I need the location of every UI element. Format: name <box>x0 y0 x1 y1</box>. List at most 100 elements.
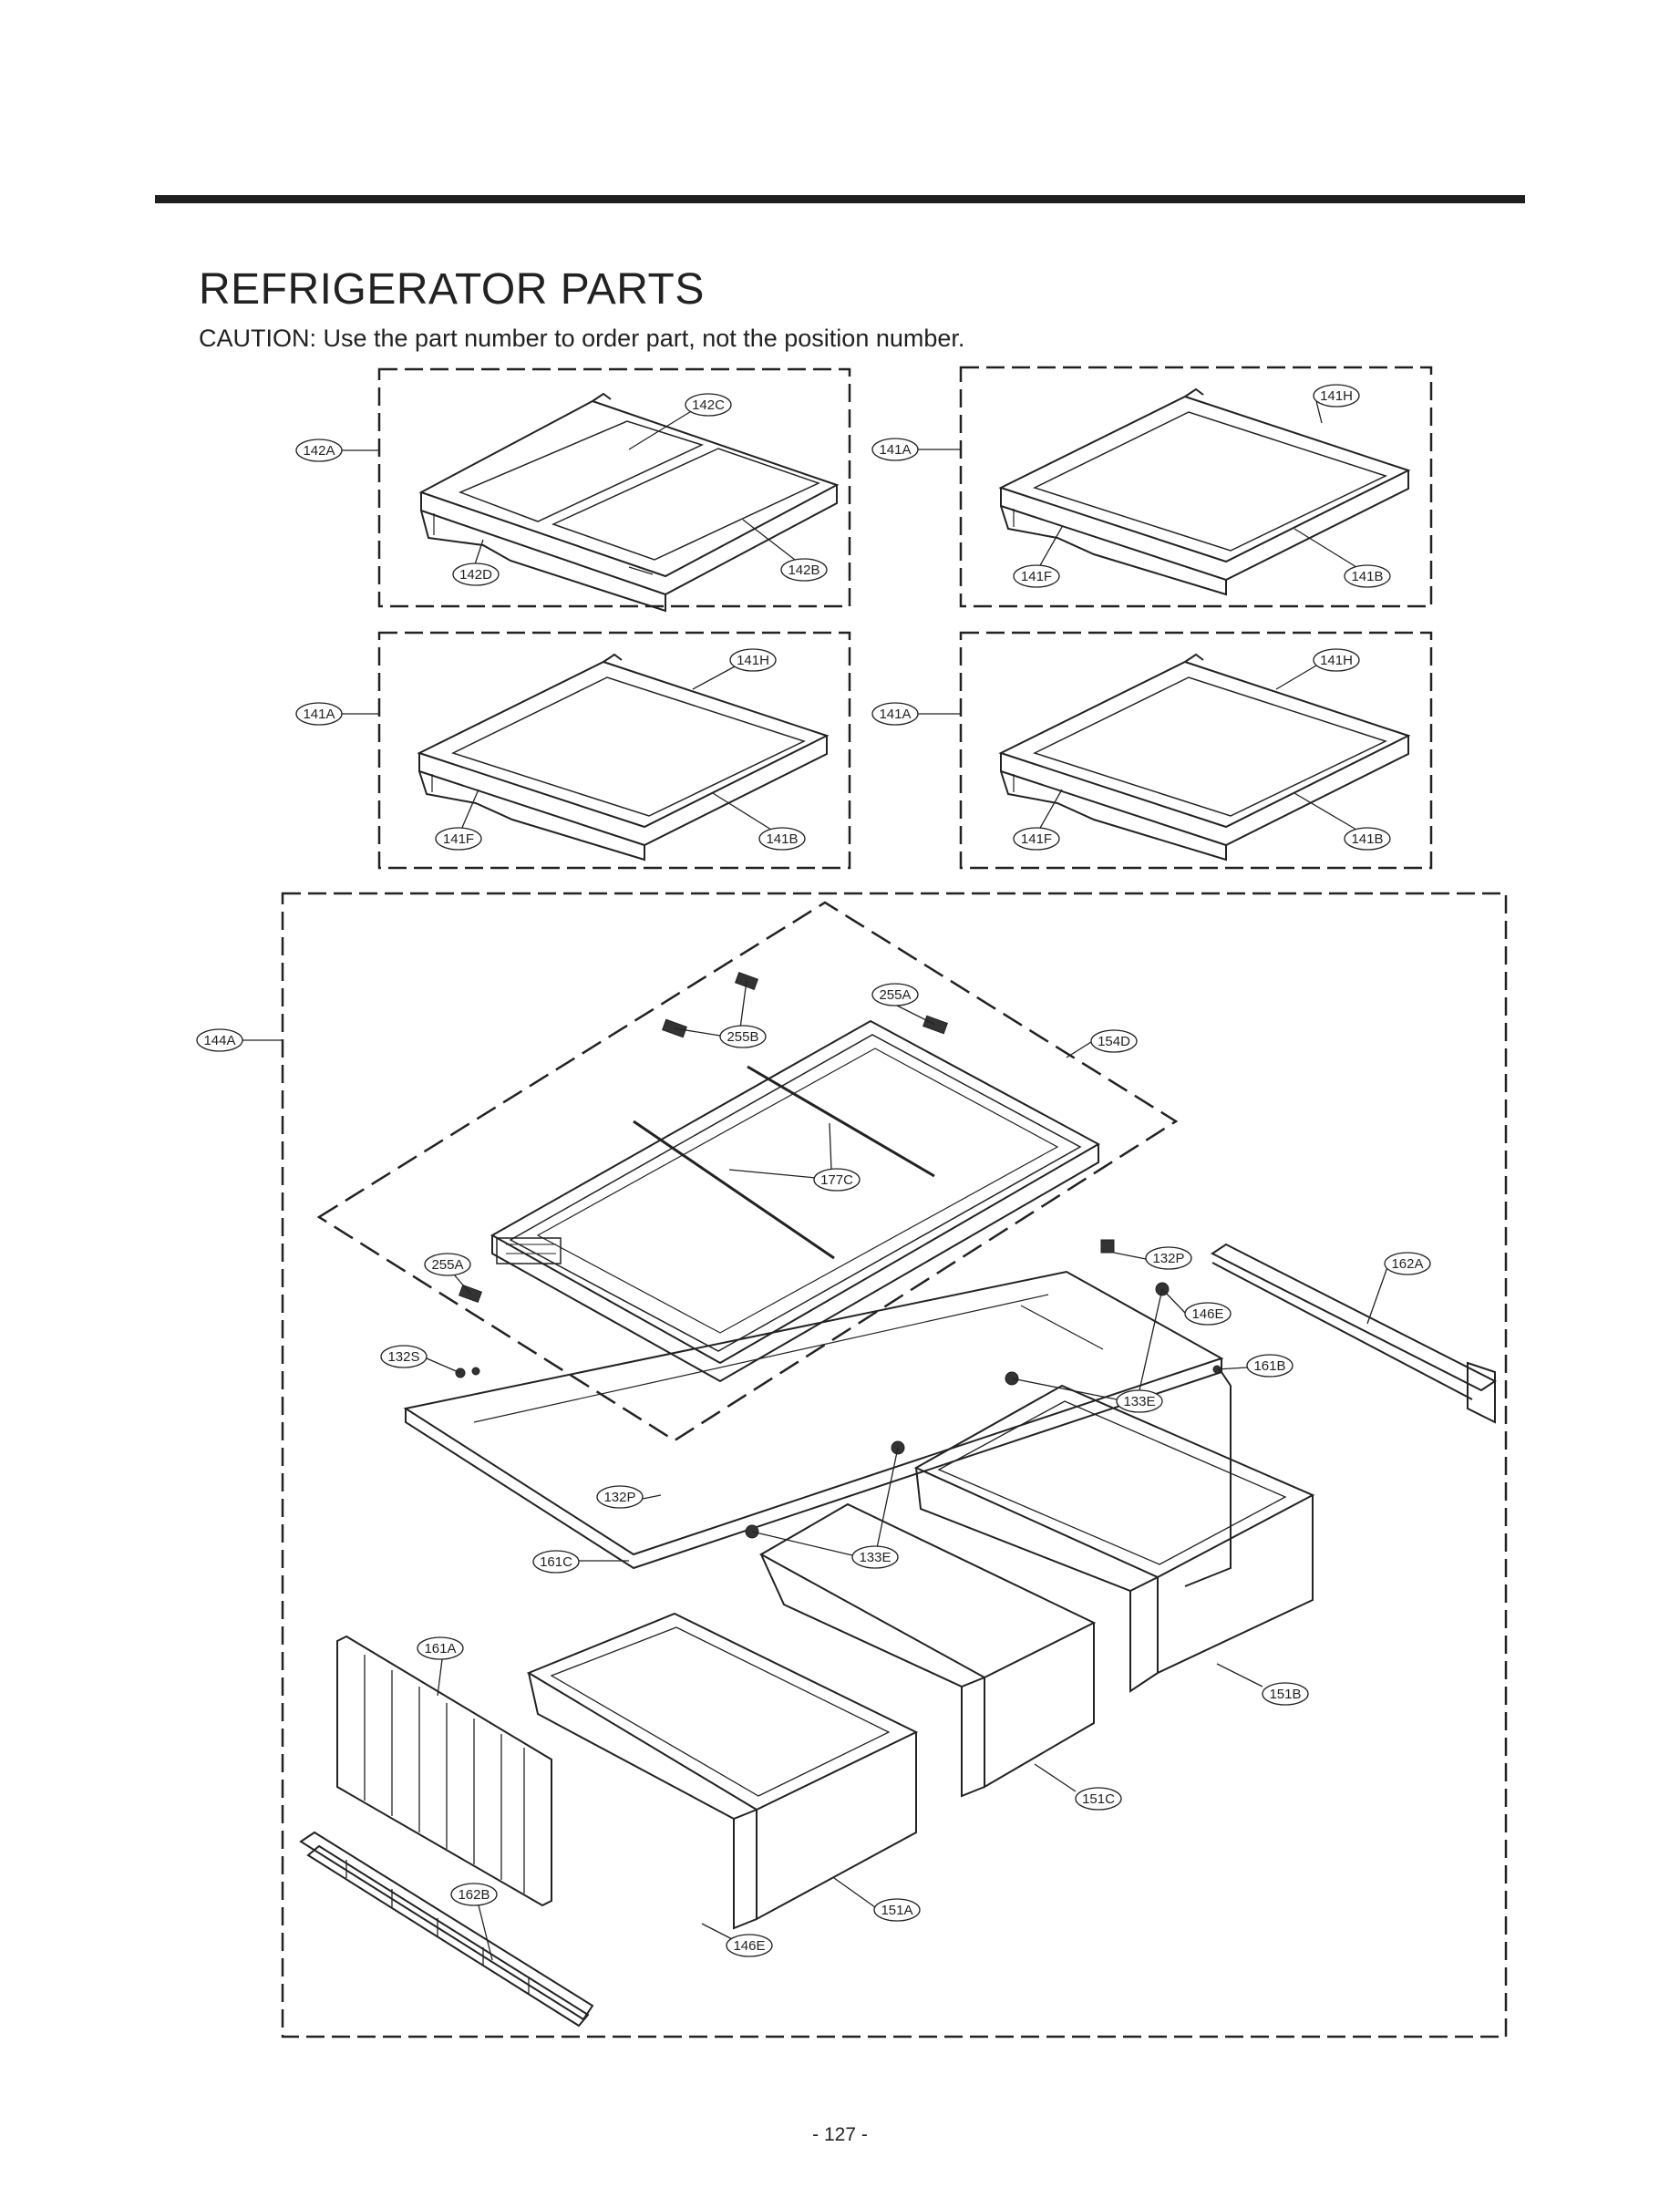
callout-label: 141A <box>879 707 911 722</box>
callout-133E-mid: 133E <box>751 1447 899 1569</box>
drawer-151A <box>526 1612 919 1930</box>
drawer-151B <box>913 1384 1315 1693</box>
callout-141B: 141B <box>1293 792 1391 851</box>
callout-label: 151B <box>1269 1687 1301 1702</box>
callout-161A: 161A <box>417 1636 464 1697</box>
callout-141H: 141H <box>692 648 777 690</box>
callout-144A: 144A <box>196 1028 283 1052</box>
callout-label: 132S <box>387 1349 419 1365</box>
callout-label: 146E <box>1191 1306 1223 1322</box>
callout-label: 151A <box>881 1903 912 1918</box>
callout-132P-right: 132P <box>1113 1246 1192 1270</box>
callout-161B: 161B <box>1216 1354 1293 1378</box>
callout-255B: 255B <box>674 980 767 1048</box>
callout-label: 144A <box>203 1033 235 1048</box>
rail-162A <box>1211 1243 1497 1424</box>
callout-141F: 141F <box>435 789 482 851</box>
callout-133E-right: 133E <box>1011 1288 1163 1413</box>
callout-label: 133E <box>859 1550 891 1565</box>
callout-255A-left: 255A <box>424 1253 471 1295</box>
callout-label: 154D <box>1098 1034 1130 1049</box>
callout-141A: 141A <box>871 702 961 726</box>
callout-label: 255A <box>431 1257 463 1273</box>
callout-141H: 141H <box>1275 648 1360 690</box>
divider-161A <box>336 1635 552 1907</box>
callout-label: 255B <box>727 1029 758 1045</box>
caution-note: CAUTION: Use the part number to order pa… <box>199 325 965 352</box>
callout-142C: 142C <box>628 393 732 450</box>
callout-132S: 132S <box>380 1345 461 1374</box>
callout-label: 255A <box>879 987 911 1003</box>
shelf-panel-142: 142C 142A 142D 142B <box>295 367 851 613</box>
callout-label: 177C <box>820 1172 853 1188</box>
callout-151B: 151B <box>1216 1663 1309 1706</box>
shelf-panel-141-top-right: 141H 141A 141F 141B <box>871 366 1433 608</box>
crisper-assembly-panel: 144A 255A 255B 154D 17 <box>196 892 1508 2038</box>
panel-141-top-right-frame <box>959 366 1433 608</box>
clip-parts <box>458 971 948 1304</box>
callout-151C: 151C <box>1034 1763 1122 1811</box>
panel-141-middle-left-frame <box>377 631 851 870</box>
callout-label: 132P <box>1152 1251 1184 1266</box>
callout-146E-bottom: 146E <box>701 1923 773 1957</box>
grille-162B <box>299 1831 594 2028</box>
callout-162A: 162A <box>1366 1252 1431 1325</box>
crisper-cover <box>490 1019 1101 1383</box>
shelf-panel-141-middle-left: 141H 141A 141F 141B <box>295 631 851 870</box>
shelf-panel-141-middle-right: 141H 141A 141F 141B <box>871 631 1433 870</box>
callout-label: 142C <box>692 397 725 413</box>
callout-161C: 161C <box>532 1550 629 1574</box>
callout-label: 151C <box>1082 1791 1115 1807</box>
callout-177C: 177C <box>728 1122 861 1192</box>
callout-151A: 151A <box>833 1877 921 1922</box>
callout-label: 141H <box>737 653 769 668</box>
callout-label: 141A <box>303 707 335 722</box>
callout-141F: 141F <box>1013 526 1063 588</box>
callout-label: 141F <box>1021 569 1052 584</box>
callout-146E-top: 146E <box>1161 1288 1232 1326</box>
shelf-141-drawing <box>417 653 830 862</box>
callout-141A: 141A <box>871 438 961 461</box>
callout-132P-left: 132P <box>596 1485 662 1509</box>
callout-154D: 154D <box>1066 1029 1138 1058</box>
assembly-panel-frame <box>281 892 1508 2038</box>
callout-142B: 142B <box>742 519 828 582</box>
callout-label: 141B <box>766 831 798 847</box>
callout-label: 146E <box>733 1938 765 1954</box>
panel-142-frame <box>377 367 851 608</box>
callout-label: 141H <box>1320 388 1353 404</box>
callout-label: 141B <box>1351 569 1383 584</box>
callout-142D: 142D <box>452 539 500 586</box>
callout-label: 141B <box>1351 831 1383 847</box>
callout-label: 142B <box>788 562 819 578</box>
hardware-parts <box>455 1239 1221 1539</box>
callout-label: 133E <box>1123 1394 1155 1409</box>
callout-label: 141A <box>879 442 911 458</box>
callout-label: 161B <box>1253 1358 1285 1374</box>
callout-162B: 162B <box>450 1883 498 1961</box>
crisper-frame <box>403 1270 1232 1587</box>
page-number: - 127 - <box>812 2124 868 2145</box>
callout-141H: 141H <box>1313 384 1360 424</box>
callout-label: 162B <box>458 1887 490 1903</box>
shelf-142-drawing <box>418 392 840 613</box>
cover-rails <box>633 1065 935 1260</box>
callout-141B: 141B <box>1293 528 1391 588</box>
callout-141B: 141B <box>712 792 806 851</box>
callout-label: 162A <box>1391 1256 1423 1272</box>
callout-label: 141F <box>1021 831 1052 847</box>
drawer-151C <box>758 1502 1097 1798</box>
callout-141A: 141A <box>295 702 379 726</box>
header-rule <box>155 195 1525 203</box>
callout-label: 142D <box>459 567 492 583</box>
callout-label: 161A <box>424 1641 456 1656</box>
callout-label: 142A <box>303 443 335 459</box>
callout-label: 132P <box>603 1490 635 1505</box>
callout-label: 141F <box>443 831 474 847</box>
callout-label: 161C <box>540 1554 572 1570</box>
cover-subassembly-outline <box>316 901 1179 1442</box>
callout-label: 141H <box>1320 653 1353 668</box>
callout-141F: 141F <box>1013 789 1063 851</box>
